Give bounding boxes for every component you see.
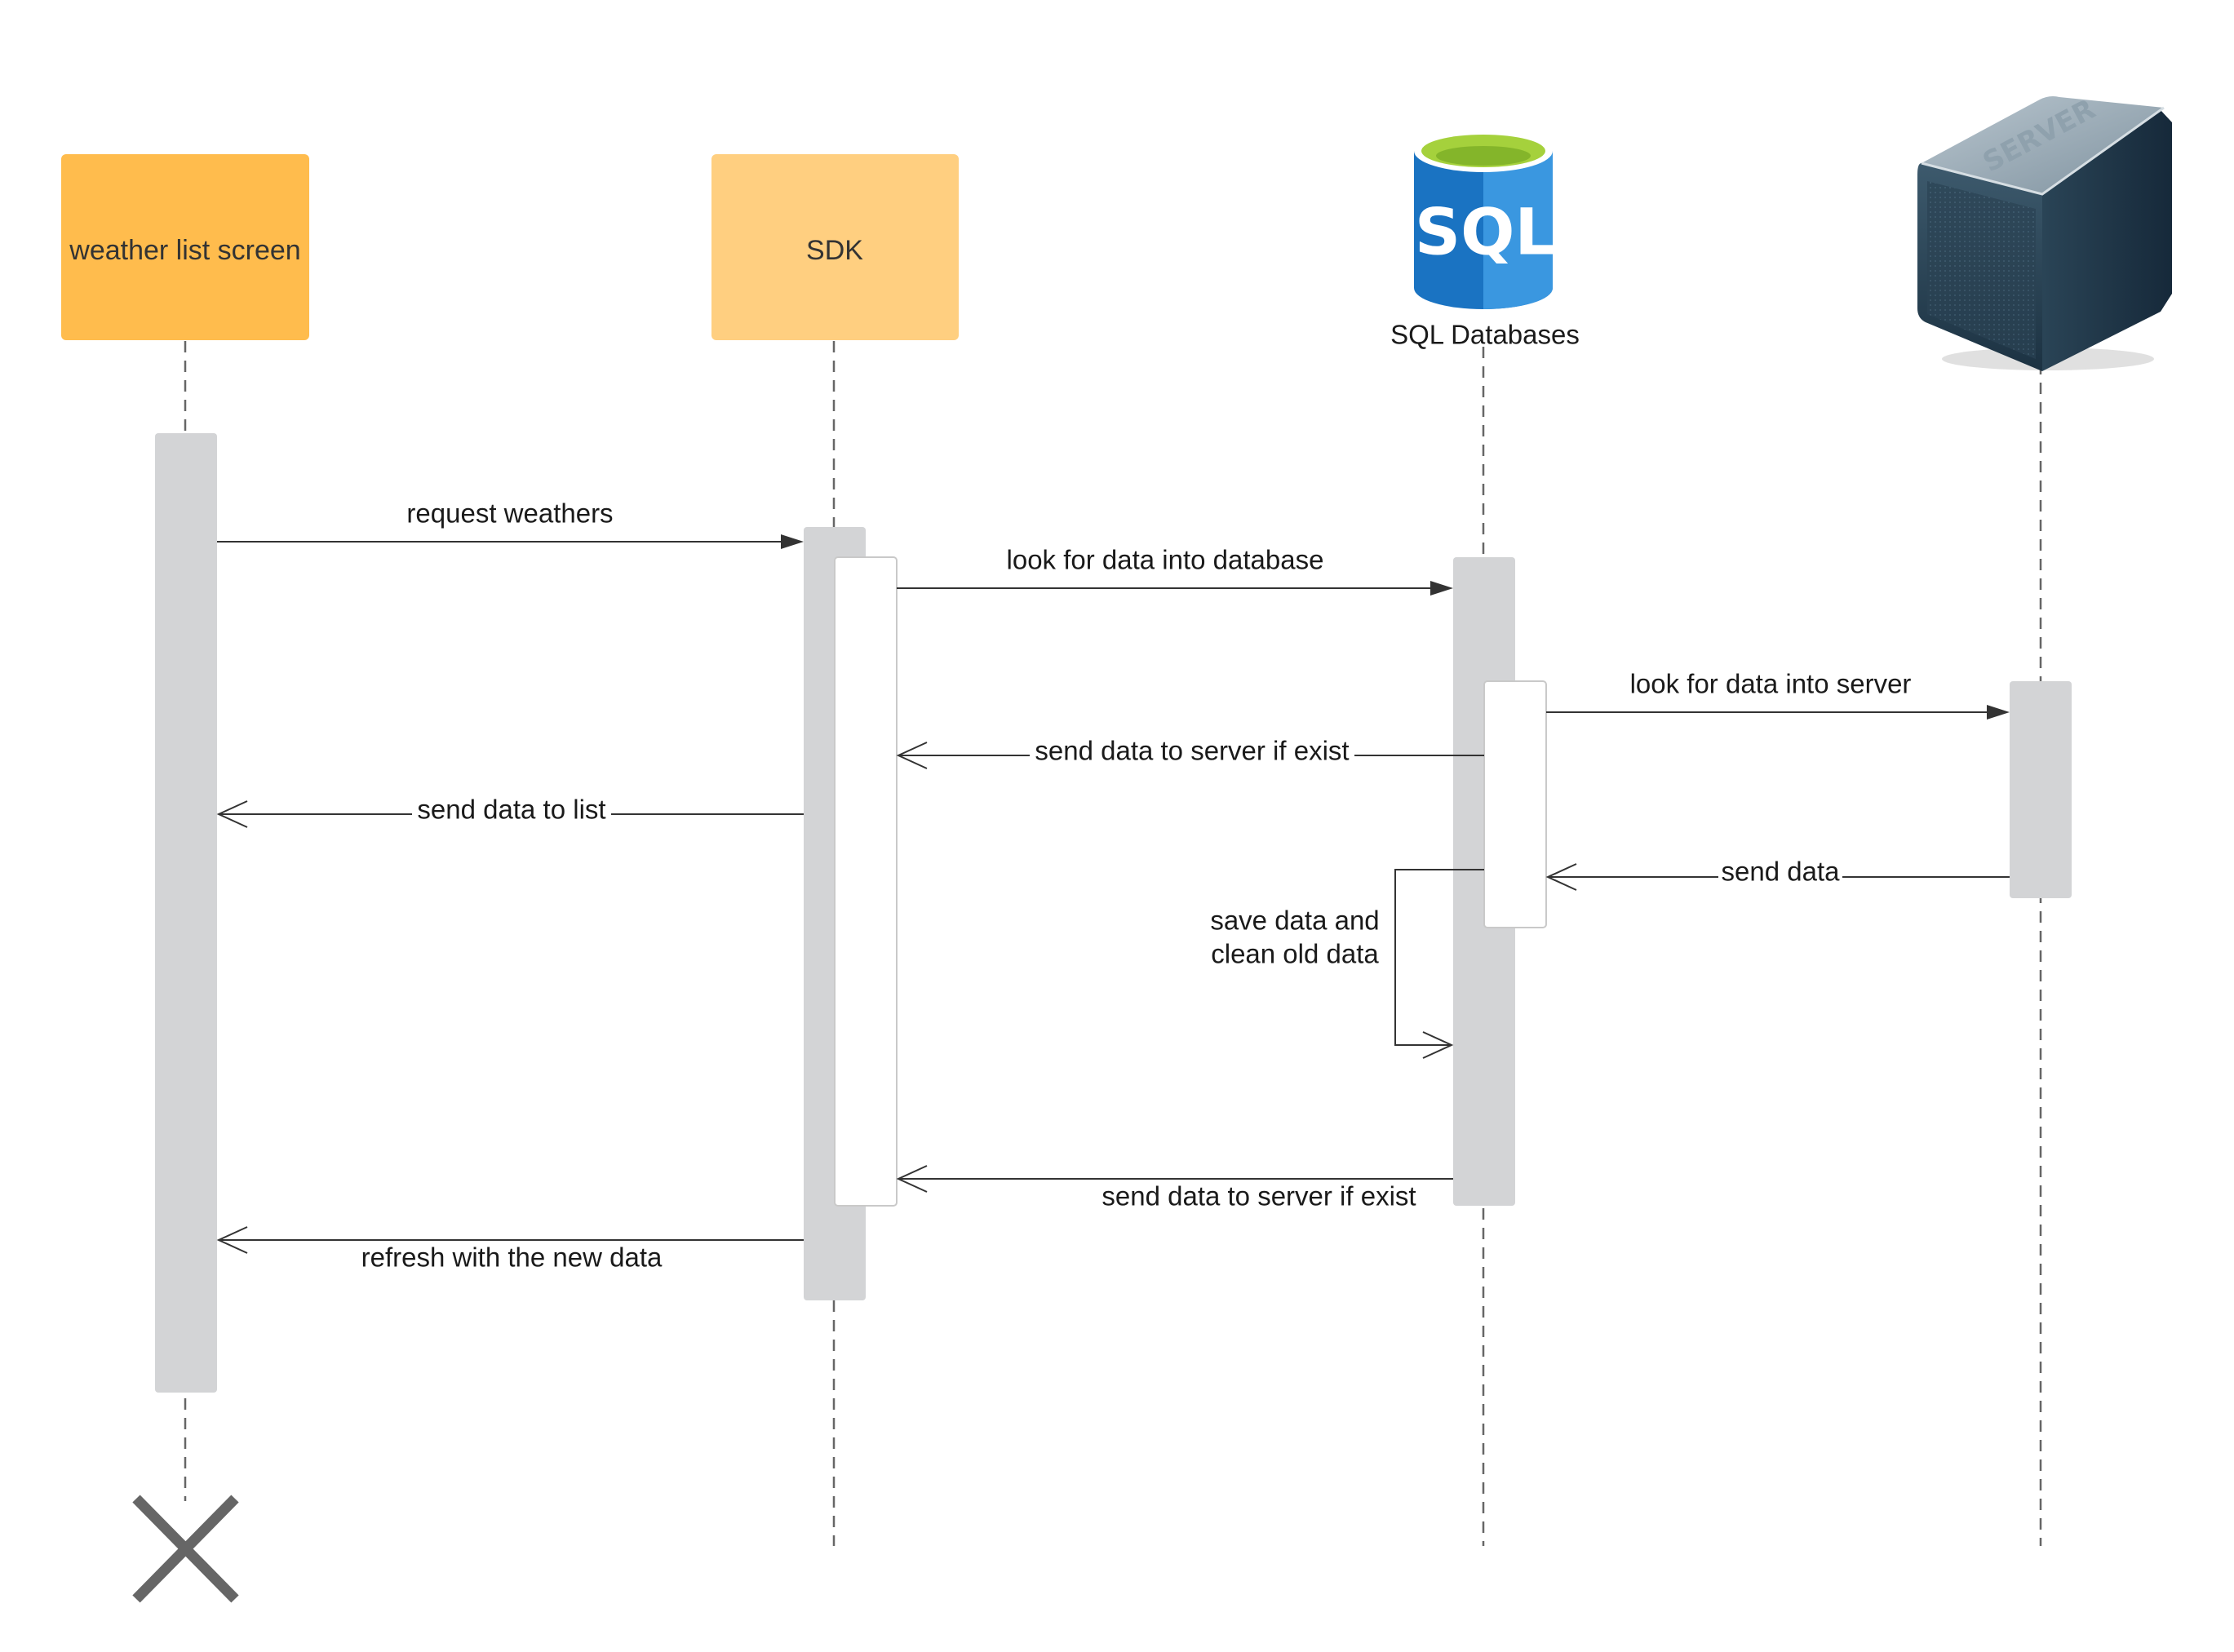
arrowhead-open (896, 742, 928, 769)
message-label-line-2: clean old data (1211, 939, 1379, 969)
arrowhead-filled (1430, 581, 1453, 596)
message-label: look for data into server (1630, 669, 1912, 699)
arrowhead-open (1545, 863, 1577, 891)
message-save-data-and-clean-old-data: save data and clean old data (1210, 869, 1484, 1059)
message-look-for-data-into-database: look for data into database (897, 545, 1453, 596)
message-send-data-to-server-if-exist-2: send data to server if exist (896, 1165, 1453, 1211)
activation-sql-inner (1483, 680, 1547, 928)
message-label: request weathers (406, 498, 613, 529)
arrowhead-open (1422, 1031, 1454, 1059)
message-label-line-1: save data and (1210, 906, 1379, 936)
participant-sql-databases: SQL SQL Databases (1390, 130, 1580, 350)
message-send-data-to-list: send data to list (216, 795, 804, 830)
activation-weather-list-screen (155, 433, 217, 1393)
message-send-data: send data (1545, 857, 2010, 892)
participant-label: SDK (806, 235, 863, 266)
message-label: look for data into database (1007, 545, 1324, 575)
arrowhead-open (216, 1226, 248, 1254)
message-label: send data to server if exist (1035, 736, 1349, 766)
message-look-for-data-into-server: look for data into server (1546, 669, 2010, 720)
arrowhead-open (896, 1165, 928, 1193)
message-label: refresh with the new data (361, 1242, 663, 1273)
message-refresh-with-the-new-data: refresh with the new data (216, 1226, 804, 1273)
message-request-weathers: request weathers (217, 498, 804, 549)
server-icon: SERVER (1917, 93, 2172, 371)
sql-icon-text: SQL (1415, 196, 1555, 269)
participant-label: weather list screen (69, 235, 300, 266)
activation-server (2010, 681, 2072, 898)
sql-database-icon: SQL (1414, 130, 1555, 309)
message-label: send data to server if exist (1101, 1181, 1416, 1211)
participant-label: SQL Databases (1390, 320, 1580, 350)
message-send-data-to-server-if-exist-1: send data to server if exist (896, 736, 1484, 772)
arrowhead-filled (781, 534, 804, 549)
message-label: send data to list (417, 795, 605, 825)
participant-server: SERVER (1917, 93, 2172, 371)
activation-sdk-inner (834, 556, 898, 1207)
destroy-x-icon (132, 1495, 239, 1603)
arrowhead-filled (1987, 705, 2010, 720)
message-label: send data (1722, 857, 1841, 887)
participant-weather-list-screen: weather list screen (61, 154, 309, 340)
participant-sdk: SDK (711, 154, 959, 340)
arrowhead-open (216, 800, 248, 828)
